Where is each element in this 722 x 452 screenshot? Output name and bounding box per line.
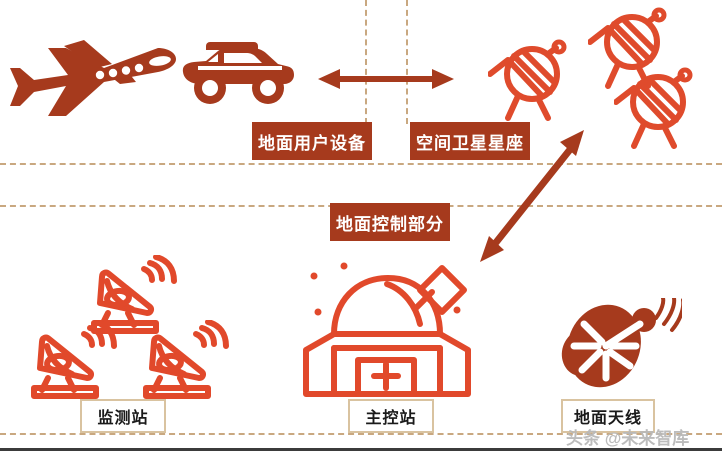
satellite-icon: [588, 6, 674, 92]
satellite-icon: [614, 66, 700, 152]
label-space-constellation[interactable]: 空间卫星星座: [410, 122, 530, 160]
dashed-line-lower: [0, 433, 722, 435]
ground-antenna-dish-icon: [556, 298, 682, 392]
dashed-line-upper: [0, 163, 722, 165]
airplane-icon: [8, 20, 178, 124]
label-ground-control-segment[interactable]: 地面控制部分: [330, 203, 450, 241]
bottom-rule: [0, 448, 722, 451]
label-monitor-station[interactable]: 监测站: [80, 399, 166, 433]
label-ground-antenna[interactable]: 地面天线: [561, 399, 655, 433]
satellite-icon: [488, 38, 574, 124]
dashed-line-vertical-right: [406, 0, 408, 124]
monitor-dish-icon: [140, 320, 232, 400]
observatory-building-icon: [292, 252, 484, 400]
dashed-line-vertical-left: [365, 0, 367, 124]
watermark-text: 头条 @未来智库: [566, 429, 690, 448]
label-user-equipment[interactable]: 地面用户设备: [252, 122, 372, 160]
monitor-dish-icon: [28, 320, 120, 400]
double-headed-diagonal-arrow-icon: [468, 120, 598, 270]
double-headed-horizontal-arrow-icon: [318, 66, 454, 92]
suv-vehicle-icon: [180, 38, 296, 108]
label-master-control-station[interactable]: 主控站: [348, 399, 434, 433]
